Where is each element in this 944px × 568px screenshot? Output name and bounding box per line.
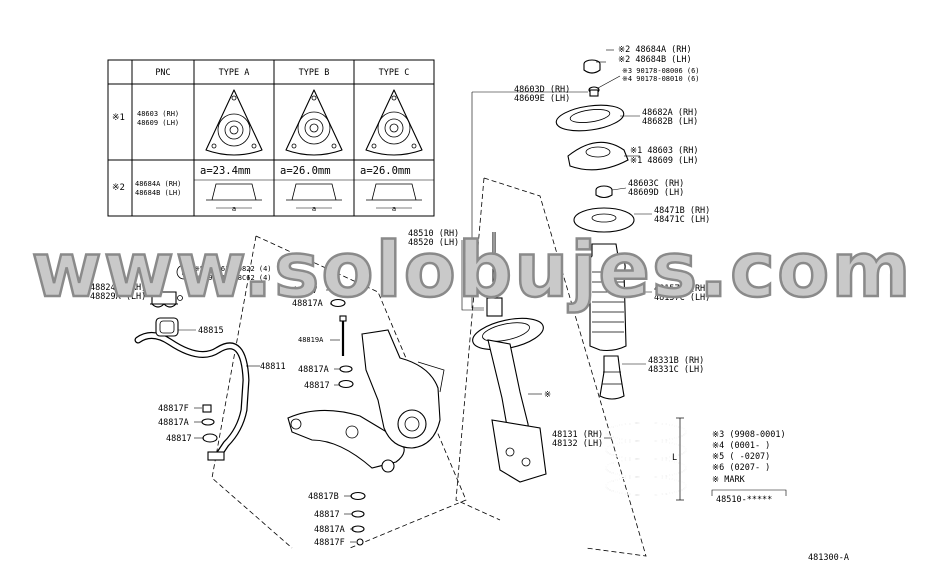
lower-control-arm bbox=[287, 409, 405, 473]
label-48609-lh: ※1 48609 (LH) bbox=[630, 156, 699, 166]
label-48603-rh: ※1 48603 (RH) bbox=[630, 146, 699, 156]
stabilizer-bar bbox=[134, 332, 250, 461]
label-48471b-rh: 48471B (RH) bbox=[654, 206, 710, 216]
label-48819a: 48819A bbox=[298, 336, 324, 344]
label-48817b: 48817B bbox=[308, 492, 339, 502]
label-48817-top: 48817 bbox=[292, 286, 318, 296]
label-48817f-bottom: 48817F bbox=[314, 538, 345, 548]
label-48811: 48811 bbox=[260, 362, 286, 372]
strut-top-mount-stack bbox=[555, 59, 635, 400]
coil-spring-icon: L bbox=[605, 417, 687, 501]
label-48682b-lh: 48682B (LH) bbox=[642, 117, 698, 127]
label-48682a-rh: 48682A (RH) bbox=[642, 108, 698, 118]
table-dim-type-b: a=26.0mm bbox=[280, 165, 331, 177]
note-line-5: ※ MARK bbox=[712, 475, 746, 485]
stabilizer-bracket-icon bbox=[150, 291, 183, 308]
table-row1-pnc-rh: 48603 (RH) bbox=[137, 110, 179, 118]
label-48603c-rh: 48603C (RH) bbox=[628, 179, 684, 189]
label-48510-rh: 48510 (RH) bbox=[408, 229, 459, 239]
support-mount-icon bbox=[567, 141, 629, 171]
cap-profile-type-a-icon: a bbox=[206, 183, 262, 213]
stabilizer-bushing-icon bbox=[155, 317, 179, 337]
label-48817a-left: 48817A bbox=[158, 418, 189, 428]
label-48520-lh: 48520 (LH) bbox=[408, 238, 459, 248]
table-header-pnc: PNC bbox=[155, 68, 170, 78]
dim-marker-a: a bbox=[232, 205, 236, 213]
spring-length-label: L bbox=[672, 453, 677, 463]
label-48817-mid: 48817 bbox=[304, 381, 330, 391]
cap-profile-type-b-icon: a bbox=[286, 183, 342, 213]
label-48684a-rh: ※2 48684A (RH) bbox=[618, 45, 692, 55]
label-90161: ※5 90161-60822 (4) bbox=[194, 265, 272, 273]
label-48609e-lh: 48609E (LH) bbox=[514, 94, 570, 104]
label-48157c-lh: 48157C (LH) bbox=[654, 293, 710, 303]
steering-knuckle bbox=[361, 329, 445, 449]
label-48331c-lh: 48331C (LH) bbox=[648, 365, 704, 375]
label-48829a-lh: 48829A (LH) bbox=[90, 292, 146, 302]
label-48815: 48815 bbox=[198, 326, 224, 336]
note-line-1: ※3 (9908-0001) bbox=[712, 430, 786, 440]
label-48817a-bottom: 48817A bbox=[314, 525, 345, 535]
label-48603d-rh: 48603D (RH) bbox=[514, 85, 570, 95]
table-header-type-b: TYPE B bbox=[299, 68, 330, 78]
watermark-text: www.solobujes.com bbox=[31, 225, 912, 314]
dim-marker-b: a bbox=[312, 205, 316, 213]
table-header-type-c: TYPE C bbox=[379, 68, 410, 78]
mount-type-b-icon bbox=[285, 89, 343, 156]
table-row1-ref: ※1 bbox=[112, 113, 125, 123]
bump-stopper-icon bbox=[599, 355, 625, 400]
mount-type-a-icon bbox=[205, 89, 263, 156]
leader-lines bbox=[149, 49, 652, 543]
label-48609d-lh: 48609D (LH) bbox=[628, 188, 684, 198]
label-48817a-mid: 48817A bbox=[298, 365, 329, 375]
table-dim-type-c: a=26.0mm bbox=[360, 165, 411, 177]
label-48684b-lh: ※2 48684B (LH) bbox=[618, 55, 692, 65]
table-dim-type-a: a=23.4mm bbox=[200, 165, 251, 177]
spring-seat-icon bbox=[573, 207, 635, 233]
reference-b-label: B bbox=[181, 268, 186, 278]
label-48817a-top: 48817A bbox=[292, 299, 323, 309]
label-48471c-lh: 48471C (LH) bbox=[654, 215, 710, 225]
label-48131-rh: 48131 (RH) bbox=[552, 430, 603, 440]
upper-seat-icon bbox=[555, 104, 625, 132]
table-row2-ref: ※2 bbox=[112, 183, 125, 193]
dust-boot-icon bbox=[587, 243, 627, 352]
label-48817-bottom: 48817 bbox=[314, 510, 340, 520]
label-90178-08006: ※3 90178-08006 (6) bbox=[622, 67, 700, 75]
assembly-dashed-outlines bbox=[211, 177, 647, 557]
table-row1-pnc-lh: 48609 (LH) bbox=[137, 119, 179, 127]
label-48132-lh: 48132 (LH) bbox=[552, 439, 603, 449]
part-number-labels: 48603D (RH) 48609E (LH) 48510 (RH) 48520… bbox=[90, 45, 849, 563]
strut-assembly bbox=[472, 232, 547, 483]
dim-marker-c: a bbox=[392, 205, 396, 213]
label-48157b-rh: 48157B (RH) bbox=[654, 284, 710, 294]
label-90178-08010: ※4 90178-08010 (6) bbox=[622, 75, 700, 83]
label-48817f-left: 48817F bbox=[158, 404, 189, 414]
note-line-3: ※5 ( -0207) bbox=[712, 452, 770, 462]
type-table: PNC TYPE A TYPE B TYPE C ※1 48603 (RH) 4… bbox=[107, 59, 435, 217]
reference-b-circle bbox=[176, 264, 192, 280]
label-90119: ※6 90119-08C62 (4) bbox=[194, 274, 272, 282]
table-row2-pnc-lh: 48684B (LH) bbox=[135, 189, 181, 197]
figure-code: 481300-A bbox=[808, 553, 849, 563]
note-line-2: ※4 (0001- ) bbox=[712, 441, 770, 451]
mark-code: 48510-***** bbox=[716, 495, 772, 505]
table-header-type-a: TYPE A bbox=[219, 68, 250, 78]
label-48331b-rh: 48331B (RH) bbox=[648, 356, 704, 366]
stabilizer-end-link-icon bbox=[207, 451, 225, 461]
mount-type-c-icon bbox=[365, 89, 423, 156]
cap-profile-type-c-icon: a bbox=[366, 183, 422, 213]
strut-mark-ref: ※ bbox=[544, 390, 551, 400]
table-row2-pnc-rh: 48684A (RH) bbox=[135, 180, 181, 188]
label-48817-left: 48817 bbox=[166, 434, 192, 444]
note-line-4: ※6 (0207- ) bbox=[712, 463, 770, 473]
label-48824a-rh: 48824A (RH) bbox=[90, 283, 146, 293]
